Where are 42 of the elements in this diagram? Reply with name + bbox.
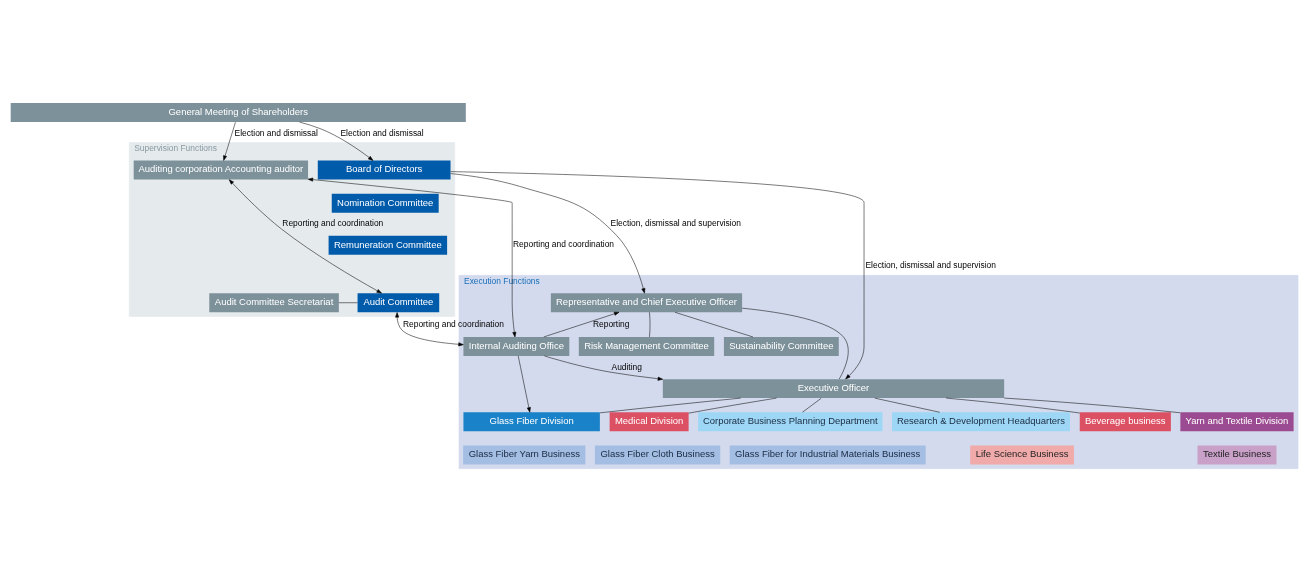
edge-label: Election, dismissal and supervision [610, 217, 741, 228]
edge-label: Reporting and coordination [513, 238, 614, 249]
node-box: Risk Management Committee [578, 336, 715, 356]
node-box: Glass Fiber for Industrial Materials Business [729, 445, 926, 464]
edge-label: Election, dismissal and supervision [865, 259, 996, 270]
arrow [307, 177, 517, 337]
node-box: General Meeting of Shareholders [10, 102, 466, 122]
node-box: Sustainability Committee [723, 336, 839, 356]
arrow [395, 311, 464, 346]
arrow [543, 311, 620, 337]
node-box: Beverage business [1079, 411, 1171, 431]
node-box: Glass Fiber Division [463, 411, 600, 431]
arrow [450, 170, 865, 379]
node-box: Audit Committee Secretariat [209, 292, 339, 312]
arrow [223, 121, 236, 161]
arrow [544, 355, 663, 381]
node-box: Medical Division [609, 411, 689, 431]
arrow [450, 172, 646, 293]
node-box: Internal Auditing Office [463, 336, 570, 356]
node-box: Corporate Business Planning Department [698, 411, 883, 431]
node-box: Auditing corporation Accounting auditor [133, 160, 309, 179]
edge-label: Auditing [611, 361, 642, 372]
node-box: Board of Directors [317, 160, 451, 179]
node-box: Glass Fiber Yarn Business [463, 445, 586, 464]
edge-label: Reporting and coordination [282, 217, 384, 228]
arrow [228, 178, 382, 293]
arrow [517, 355, 531, 413]
node-box: Life Science Business [970, 445, 1074, 464]
node-box: Textile Business [1197, 445, 1277, 464]
node-box: Audit Committee [357, 292, 440, 312]
node-box: Executive Officer [662, 378, 1005, 398]
node-box: Yarn and Textile Division [1180, 411, 1294, 431]
edge-label: Election and dismissal [234, 127, 318, 138]
arrow [299, 121, 374, 161]
edge-label: Reporting and coordination [402, 318, 504, 329]
edge-label: Reporting [592, 318, 630, 329]
node-box: Nomination Committee [331, 193, 439, 213]
node-box: Glass Fiber Cloth Business [594, 445, 721, 464]
edge-label: Election and dismissal [340, 127, 424, 138]
node-box: Research & Development Headquarters [891, 411, 1070, 431]
node-box: Representative and Chief Executive Officer [550, 292, 743, 312]
node-box: Remuneration Committee [328, 235, 448, 255]
